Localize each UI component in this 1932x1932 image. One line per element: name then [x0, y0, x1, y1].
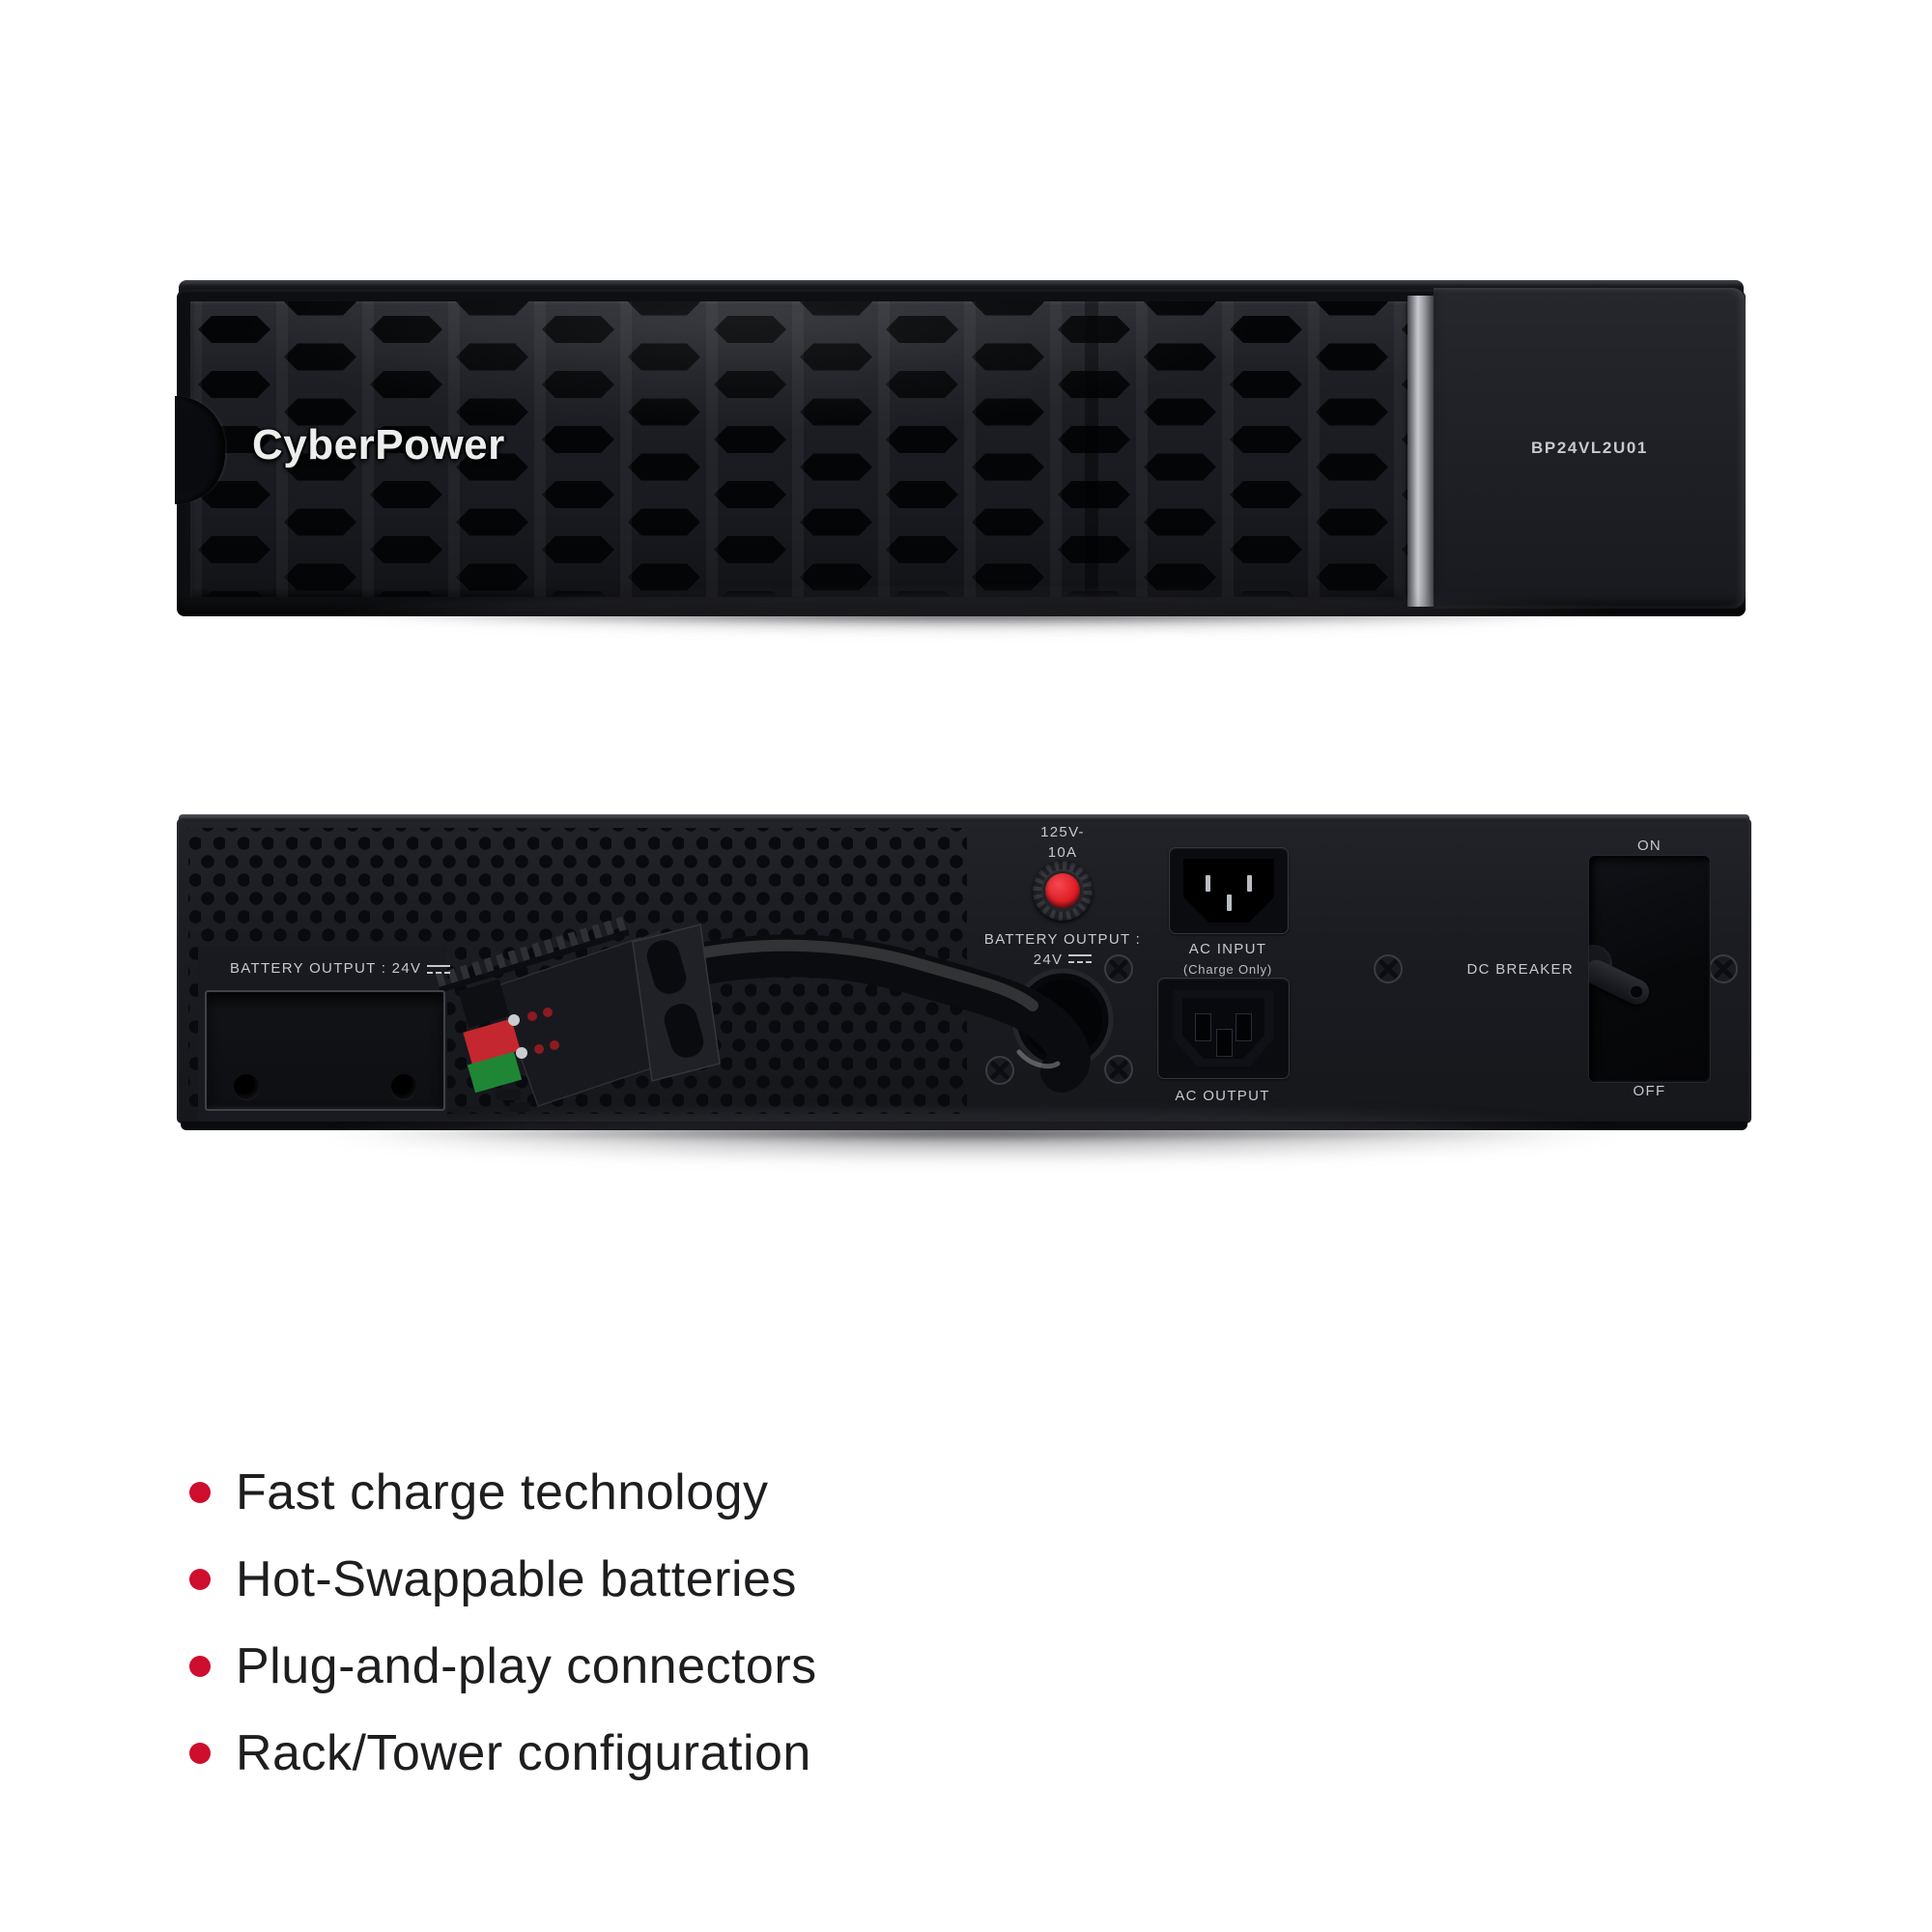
ac-input-inlet[interactable]: [1169, 847, 1289, 934]
feature-label: Fast charge technology: [236, 1464, 769, 1520]
battery-cable: [658, 934, 1091, 1093]
outlet-slot: [1236, 1014, 1252, 1040]
battery-knockout-panel: [205, 990, 445, 1111]
battery-output-center-label: BATTERY OUTPUT : 24V: [983, 931, 1142, 968]
c13-outlet-recess: [1182, 998, 1264, 1059]
feature-label: Plug-and-play connectors: [236, 1638, 817, 1694]
rack-rail-strip: [1407, 296, 1434, 607]
dc-breaker-switch[interactable]: [1589, 856, 1710, 1082]
bullet-icon: [189, 1569, 211, 1590]
reset-button-red-cap: [1045, 873, 1080, 908]
rear-top-face: [179, 814, 1749, 821]
c13-outlet-face: [1174, 990, 1273, 1066]
brand-logo: CyberPower: [252, 421, 505, 469]
connector-black-tab: [458, 979, 510, 1029]
front-grille: [190, 301, 1407, 597]
c14-inlet-face: [1183, 859, 1274, 923]
ac-input-label: AC INPUT (Charge Only): [1182, 941, 1273, 977]
breaker-rating-label: 125V- 10A: [1040, 824, 1085, 861]
model-number-label: BP24VL2U01: [1531, 439, 1648, 457]
front-right-cap: BP24VL2U01: [1434, 288, 1746, 609]
rear-view-unit: BATTERY OUTPUT : 24V 125V- 10A BATTERY O…: [177, 814, 1751, 1130]
dc-voltage-icon: [427, 964, 451, 976]
list-item: Hot-Swappable batteries: [189, 1551, 817, 1607]
reset-breaker-button[interactable]: [1033, 861, 1093, 921]
grille-hole-pattern: [190, 301, 1407, 597]
connector-ridge: [435, 916, 629, 987]
connector-green-tab: [467, 1051, 523, 1094]
grille-sheen: [190, 301, 1407, 597]
panel-dimple: [234, 1074, 259, 1099]
battery-output-left-label: BATTERY OUTPUT : 24V: [230, 960, 451, 977]
dc-voltage-icon: [1068, 953, 1093, 965]
feature-list: Fast charge technology Hot-Swappable bat…: [189, 1464, 817, 1812]
battery-connector: [435, 916, 721, 1112]
feature-label: Rack/Tower configuration: [236, 1725, 811, 1781]
inlet-pin: [1226, 894, 1232, 911]
breaker-lever[interactable]: [1589, 955, 1654, 1009]
panel-dimple: [391, 1074, 416, 1099]
feature-label: Hot-Swappable batteries: [236, 1551, 797, 1607]
connector-pin-indicators: [508, 1008, 559, 1059]
panel-screws: [985, 954, 1738, 1085]
bullet-icon: [189, 1743, 211, 1764]
list-item: Rack/Tower configuration: [189, 1725, 817, 1781]
breaker-off-label: OFF: [1633, 1083, 1666, 1099]
list-item: Plug-and-play connectors: [189, 1638, 817, 1694]
ac-output-socket[interactable]: [1157, 978, 1290, 1079]
dc-breaker-label: DC BREAKER: [1466, 961, 1574, 978]
breaker-on-label: ON: [1636, 838, 1662, 854]
list-item: Fast charge technology: [189, 1464, 817, 1520]
inlet-pin: [1247, 875, 1253, 893]
front-view-unit: BP24VL2U01 CyberPower: [175, 280, 1746, 616]
outlet-slot: [1195, 1014, 1210, 1040]
bullet-icon: [189, 1482, 211, 1503]
breaker-lever-hole: [1629, 983, 1645, 1000]
outlet-slot: [1216, 1029, 1232, 1056]
bullet-icon: [189, 1656, 211, 1677]
connector-red-tab: [463, 1018, 521, 1065]
ac-output-label: AC OUTPUT: [1175, 1088, 1270, 1104]
inlet-pin: [1205, 875, 1210, 893]
